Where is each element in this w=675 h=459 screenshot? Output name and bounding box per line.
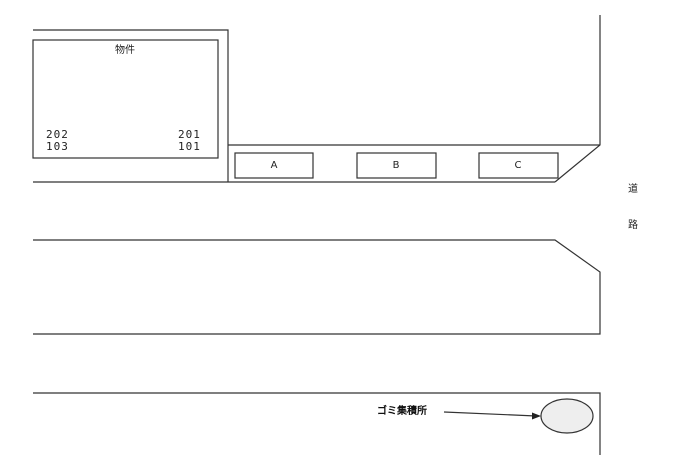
- garbage-collection-point: [540, 398, 594, 434]
- arrow-head-icon: [532, 412, 541, 420]
- unit-101: 101: [178, 140, 201, 153]
- unit-103: 103: [46, 140, 69, 153]
- property-label: 物件: [115, 43, 135, 56]
- parking-space-b: [356, 152, 437, 179]
- parking-space-a: [234, 152, 314, 179]
- building-lot-outline: [33, 29, 229, 182]
- parking-label-b: B: [393, 160, 400, 171]
- road-label-2: 路: [628, 218, 638, 231]
- parking-label-a: A: [271, 160, 278, 171]
- parking-space-c: [478, 152, 559, 179]
- garbage-arrow: [443, 411, 537, 417]
- parking-label-c: C: [515, 160, 522, 171]
- lot-right-edge: [554, 15, 601, 183]
- bottom-lot-outline: [33, 392, 601, 455]
- unit-202: 202: [46, 128, 69, 141]
- middle-lot-outline: [33, 239, 601, 335]
- road-label-1: 道: [628, 182, 638, 195]
- unit-201: 201: [178, 128, 201, 141]
- garbage-label: ゴミ集積所: [377, 404, 427, 417]
- property-building: [32, 39, 219, 159]
